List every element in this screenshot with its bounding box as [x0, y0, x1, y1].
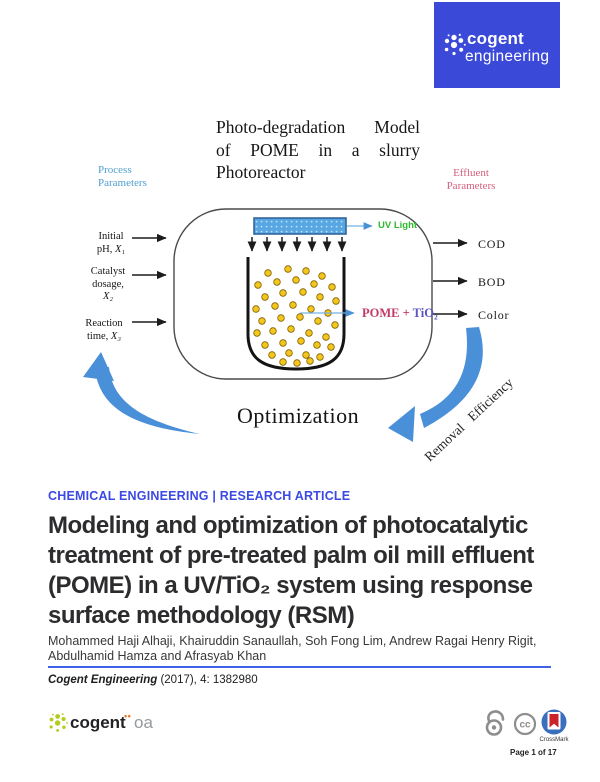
crossmark-label: CrossMark [539, 737, 569, 743]
article-title: Modeling and optimization of photocataly… [48, 512, 534, 629]
svg-text:cc: cc [519, 720, 531, 731]
uv-rays [247, 237, 347, 252]
footer-brand: cogent [70, 713, 126, 732]
input-initial-ph: Initial pH, X₁ [96, 231, 126, 255]
output-cod: COD [478, 237, 506, 251]
cogent-flower-icon [444, 33, 466, 56]
cogent-oa-flower-icon [49, 713, 68, 732]
output-bod: BOD [478, 275, 506, 289]
pome-tio2-label: POME + TiO₂ [362, 306, 438, 320]
system-boundary [173, 208, 433, 380]
creative-commons-icon: cc [513, 712, 537, 736]
article-authors: Mohammed Haji Alhaji, Khairuddin Sanaull… [48, 634, 537, 663]
effluent-parameters-label: Effluent Parameters [446, 167, 496, 192]
feedback-swoosh-right [388, 327, 483, 442]
masthead-logo: cogent engineering [434, 2, 560, 88]
catalyst-particles [252, 265, 340, 367]
uv-lamp-bar [253, 217, 347, 235]
output-color: Color [478, 308, 510, 322]
open-access-icon [485, 710, 505, 736]
page-number: Page 1 of 17 [510, 748, 557, 757]
process-parameters-label: Process Parameters [98, 164, 147, 189]
photoreactor-diagram-graphic [83, 208, 483, 442]
article-citation: Cogent Engineering (2017), 4: 1382980 [48, 674, 258, 686]
feedback-swoosh-left [83, 352, 200, 434]
input-reaction-time: Reaction time, X₃ [85, 318, 123, 342]
input-arrows [132, 233, 167, 327]
optimization-label: Optimization [237, 403, 360, 428]
reactor-vessel [246, 257, 346, 371]
footer-brand-suffix: oa [134, 713, 153, 732]
uv-light-label: UV Light [378, 220, 418, 231]
output-arrows [433, 238, 468, 319]
divider-rule [48, 666, 551, 668]
masthead-brand: cogent [467, 29, 524, 48]
masthead-journal: engineering [465, 48, 550, 65]
crossmark-icon[interactable] [540, 709, 568, 736]
section-header: CHEMICAL ENGINEERING | RESEARCH ARTICLE [48, 489, 351, 503]
input-catalyst-dosage: Catalyst dosage, X₂ [90, 266, 126, 302]
brand-separator-icon: •• [124, 711, 132, 721]
figure-title: Photo-degradation Model of POME in a slu… [216, 117, 420, 182]
